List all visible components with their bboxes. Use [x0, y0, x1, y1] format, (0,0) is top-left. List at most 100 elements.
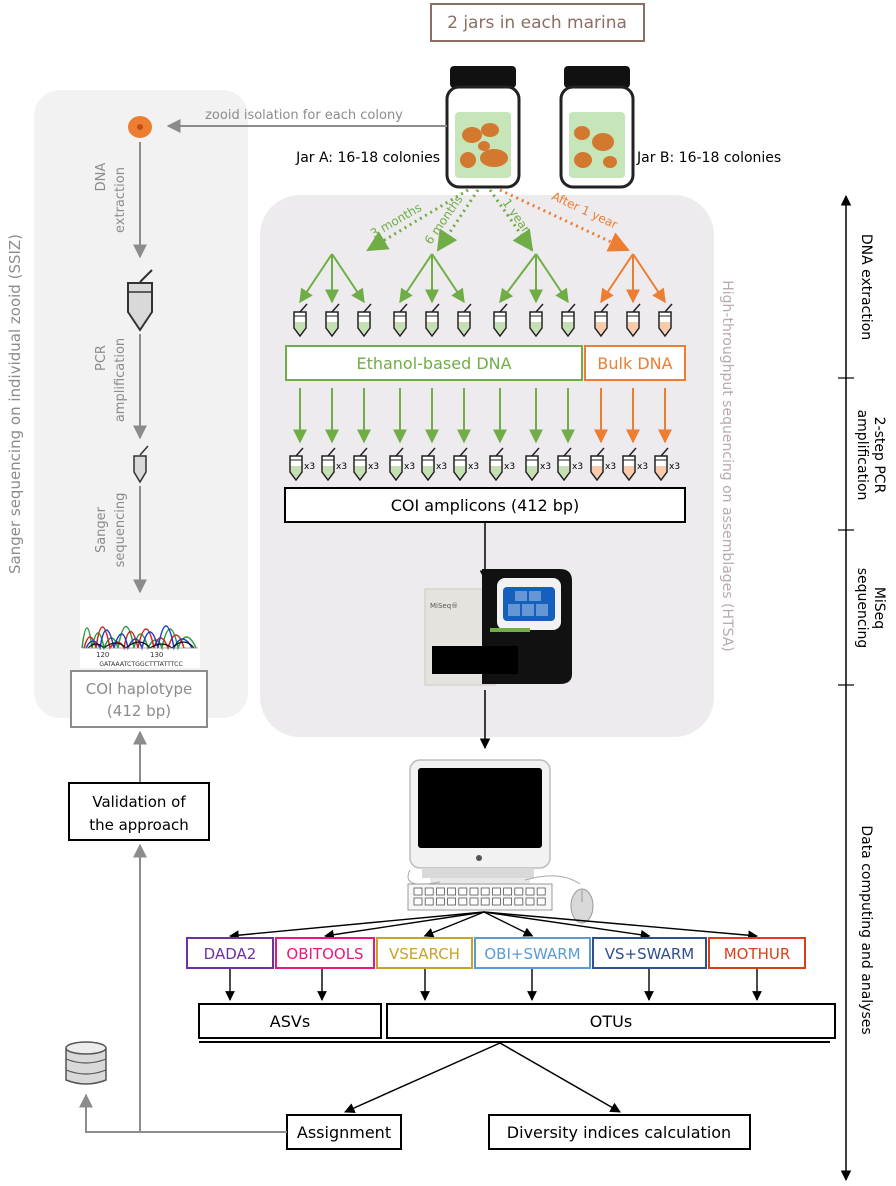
- keyboard-key: [491, 887, 501, 896]
- keyboard-key: [413, 887, 423, 896]
- zooid-isolation-label: zooid isolation for each colony: [205, 108, 403, 123]
- keyboard-key: [447, 897, 457, 906]
- jar-a-label: Jar A: 16-18 colonies: [295, 150, 440, 166]
- validation-line-1: Validation of: [92, 793, 186, 811]
- validation-line-2: the approach: [89, 816, 189, 834]
- fan-arrow: [499, 253, 537, 304]
- fan-arrow: [600, 253, 634, 304]
- side-label-dna-extraction: DNA extraction: [858, 234, 874, 340]
- fan-arrow: [299, 253, 333, 304]
- keyboard-key: [458, 887, 468, 896]
- keyboard-key: [503, 887, 513, 896]
- replicate-label: x3: [540, 462, 551, 472]
- jar-b-icon: [559, 66, 635, 189]
- amplicon-box: [284, 487, 686, 523]
- bulk-dna-label: Bulk DNA: [597, 354, 672, 373]
- pipeline-fan-arrow: [324, 911, 485, 940]
- fan-arrow: [431, 253, 465, 304]
- fan-arrow: [632, 253, 666, 304]
- ssiz-small-tube-icon: [133, 445, 149, 484]
- ssiz-large-tube-icon: [127, 269, 153, 332]
- amplicon-tube-icon: [389, 447, 404, 482]
- diversity-label: Diversity indices calculation: [507, 1123, 731, 1142]
- replicate-label: x3: [504, 462, 515, 472]
- amplicon-tube-icon: [590, 447, 605, 482]
- side-label-pcr-1: 2-step PCR: [871, 417, 887, 494]
- time-arrow-1y: [488, 189, 534, 252]
- side-label-miseq-1: MiSeq: [871, 587, 887, 629]
- ethanol-dna-label: Ethanol-based DNA: [356, 354, 511, 373]
- pipeline-label: VS+SWARM: [605, 945, 695, 963]
- extraction-tube-icon: [457, 303, 472, 338]
- assignment-box: [286, 1114, 402, 1150]
- pipeline-fan-arrow: [483, 911, 651, 940]
- ssiz-step-pcr-2: amplification: [113, 338, 128, 422]
- amplicon-tube-icon: [421, 447, 436, 482]
- pipeline-label: VSEARCH: [389, 945, 460, 963]
- pipeline-label: DADA2: [204, 945, 257, 963]
- otus-box: [386, 1003, 836, 1039]
- keyboard-key: [435, 897, 445, 906]
- pipeline-box: [186, 937, 274, 969]
- title-text: 2 jars in each marina: [447, 13, 627, 33]
- replicate-label: x3: [605, 462, 616, 472]
- pipeline-box: [376, 937, 473, 969]
- miseq-sequencer-icon: [424, 569, 572, 686]
- keyboard-key: [503, 897, 513, 906]
- extraction-tube-icon: [357, 303, 372, 338]
- ssiz-panel-title: Sanger sequencing on individual zooid (S…: [6, 234, 24, 574]
- extraction-tube-icon: [393, 303, 408, 338]
- amplicon-tube-icon: [321, 447, 336, 482]
- keyboard-key: [480, 887, 490, 896]
- htsa-panel-title: High-throughput sequencing on assemblage…: [719, 280, 735, 652]
- pipeline-fan-arrow: [483, 911, 758, 941]
- pipeline-box: [275, 937, 375, 969]
- extraction-tube-icon: [493, 303, 508, 338]
- sample-fan-arrows: [299, 253, 666, 304]
- replicate-label: x3: [637, 462, 648, 472]
- side-label-miseq-2: sequencing: [854, 568, 870, 649]
- pipeline-label: OBI+SWARM: [484, 945, 580, 963]
- amplicon-tube-icon: [453, 447, 468, 482]
- keyboard-key: [525, 887, 535, 896]
- replicate-label: x3: [368, 462, 379, 472]
- validation-box: [68, 782, 210, 841]
- side-label-data: Data computing and analyses: [858, 825, 874, 1034]
- pipeline-box: [592, 937, 707, 969]
- pipeline-fan-arrows: [225, 911, 762, 1001]
- pipeline-label: OBITOOLS: [286, 945, 363, 963]
- pipeline-fan-arrow: [483, 911, 534, 937]
- fan-arrow: [399, 253, 433, 304]
- chromatogram-image: [80, 600, 200, 668]
- amplicon-tube-icon: [489, 447, 504, 482]
- extraction-tubes: [293, 303, 673, 338]
- fan-arrow: [331, 253, 365, 304]
- pipeline-fan-arrow: [229, 911, 485, 941]
- amplicon-tube-icon: [557, 447, 572, 482]
- ethanol-dna-box: [285, 345, 583, 381]
- otus-label: OTUs: [590, 1012, 632, 1031]
- replicate-label: x3: [304, 462, 315, 472]
- pipeline-fan-arrow: [423, 911, 485, 938]
- keyboard-key: [469, 897, 479, 906]
- assignment-label: Assignment: [297, 1123, 391, 1142]
- keyboard-key: [424, 887, 434, 896]
- miseq-label: MiSeq®: [430, 602, 458, 610]
- keyboard-key: [413, 897, 423, 906]
- haplotype-box: [70, 670, 208, 728]
- extraction-tube-icon: [425, 303, 440, 338]
- extraction-tube-icon: [529, 303, 544, 338]
- amplicon-tube-icon: [353, 447, 368, 482]
- asvs-box: [198, 1003, 382, 1039]
- amplicon-label: COI amplicons (412 bp): [391, 496, 580, 515]
- ssiz-step-dna-1: DNA: [94, 163, 109, 192]
- extraction-tube-icon: [594, 303, 609, 338]
- bulk-dna-box: [584, 345, 686, 381]
- ssiz-step-pcr-1: PCR: [94, 345, 109, 371]
- ssiz-step-sanger-2: sequencing: [113, 493, 128, 568]
- pcr-arrows: [293, 388, 672, 444]
- computer-icon: [407, 759, 594, 924]
